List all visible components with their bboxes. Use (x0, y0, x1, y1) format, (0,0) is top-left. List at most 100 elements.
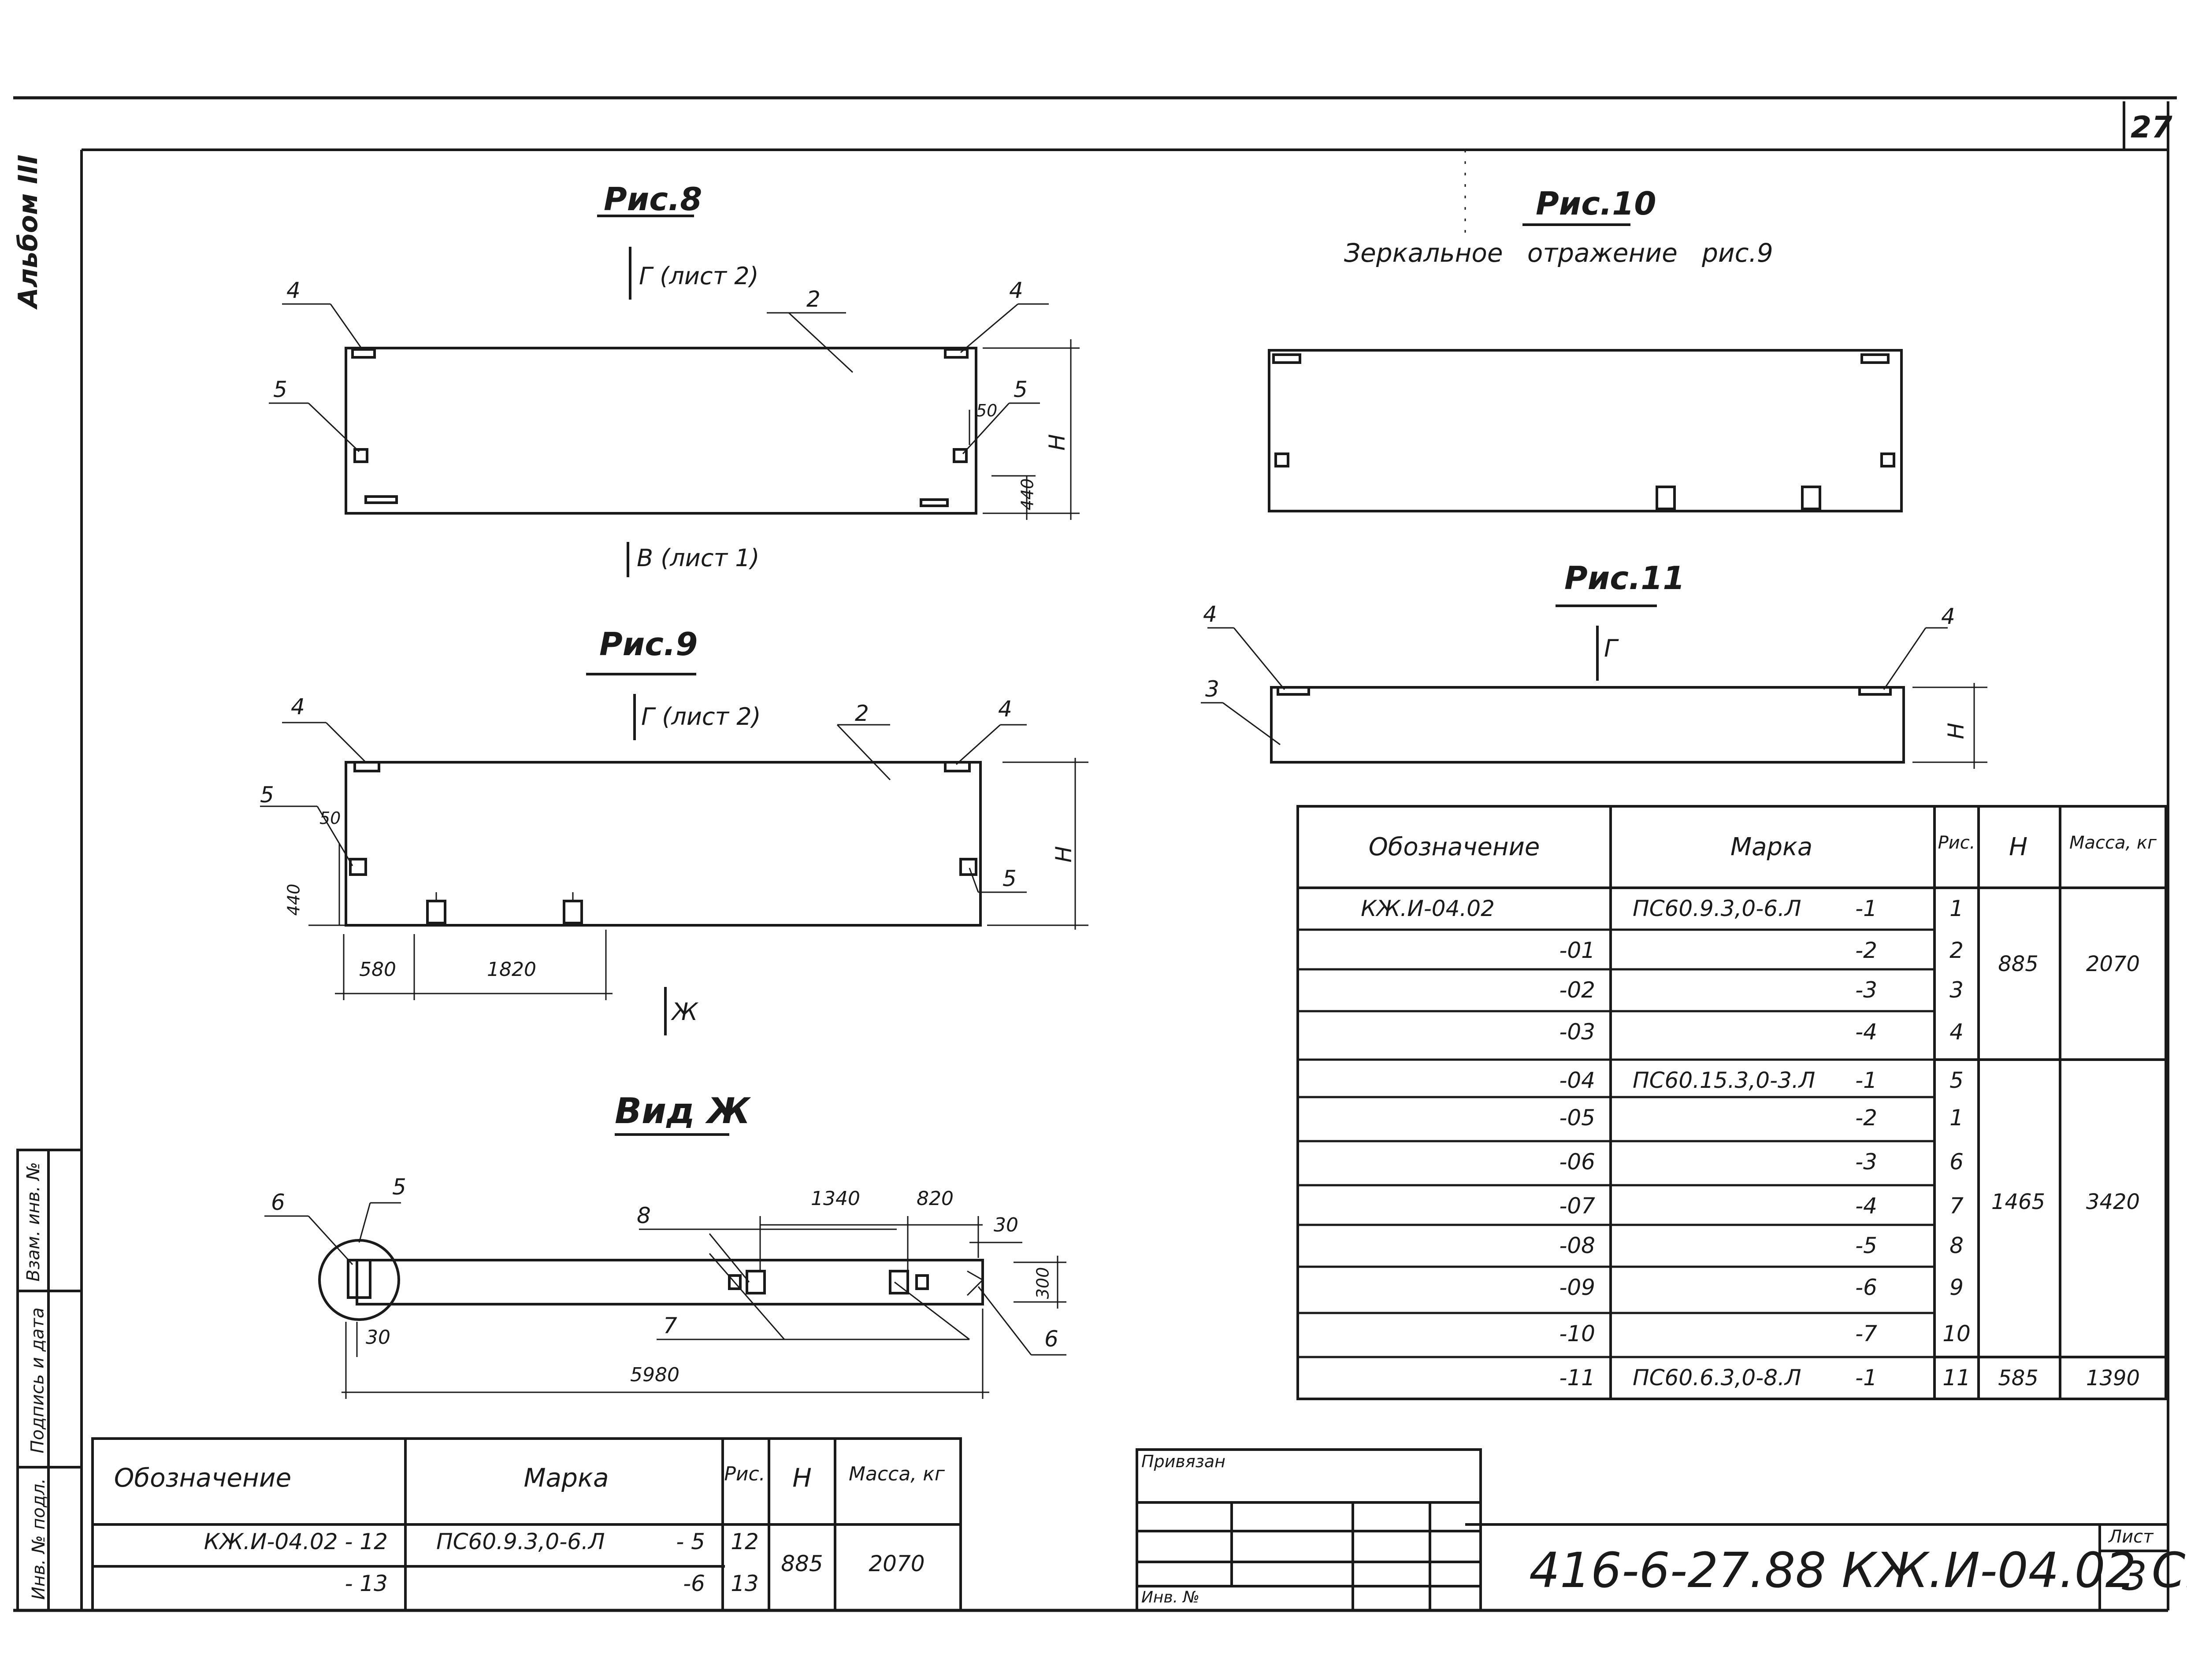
bottom-table-header: Н (792, 1463, 812, 1493)
page-number: 27 (2131, 110, 2172, 145)
group-height: 885 (1998, 952, 2038, 976)
table-cell: -1 (1855, 1365, 1877, 1391)
fig8-callout-5b: 5 (1014, 377, 1028, 402)
group-mass: 3420 (2086, 1190, 2140, 1214)
fig10-subtitle: Зеркальное отражение рис.9 (1344, 238, 1773, 268)
table-cell: 12 (731, 1529, 759, 1554)
table-cell: -06 (1559, 1149, 1595, 1175)
bottom-table-header: Масса, кг (849, 1463, 945, 1485)
table-cell: -04 (1559, 1068, 1595, 1093)
table-cell: 8 (1949, 1233, 1964, 1258)
fig8-arrow-v: В (лист 1) (637, 544, 760, 572)
fig9-dim-h: Н (1051, 846, 1077, 863)
table-cell: 3 (1949, 977, 1964, 1003)
group-mass: 1390 (2086, 1366, 2140, 1391)
main-table-header: Рис. (1938, 833, 1975, 853)
table-cell: 5 (1949, 1068, 1964, 1093)
view-zh-dim-820: 820 (917, 1187, 954, 1210)
table-cell: 10 (1942, 1321, 1971, 1346)
table-cell: -11 (1559, 1365, 1595, 1391)
album-label: Альбом III (13, 154, 44, 308)
table-cell: -6 (683, 1571, 705, 1596)
fig9-callout-5a: 5 (260, 782, 274, 808)
main-table-header: Масса, кг (2069, 833, 2157, 853)
fig8-callout-2: 2 (806, 286, 821, 312)
main-table-header: Обозначение (1368, 833, 1540, 861)
view-zh-title: Вид Ж (615, 1090, 750, 1131)
table-cell: - 13 (345, 1571, 388, 1596)
table-cell: -02 (1559, 977, 1595, 1003)
view-zh-dim-30b: 30 (366, 1326, 390, 1349)
table-cell: -2 (1855, 938, 1877, 963)
fig8-arrow-g: Г (лист 2) (639, 262, 759, 290)
fig9-callout-4b: 4 (998, 696, 1012, 722)
view-zh-dim-1340: 1340 (811, 1187, 860, 1210)
table-cell: ПС60.6.3,0-8.Л (1633, 1365, 1801, 1391)
sheet-label: Лист (2109, 1527, 2154, 1547)
table-cell: КЖ.И-04.02 - 12 (204, 1529, 388, 1554)
bottom-height: 885 (781, 1551, 823, 1576)
bottom-table-header: Марка (524, 1463, 609, 1493)
table-cell: -10 (1559, 1321, 1595, 1346)
table-cell: -3 (1855, 977, 1877, 1003)
bottom-mass: 2070 (869, 1551, 925, 1576)
table-cell: ПС60.15.3,0-3.Л (1633, 1068, 1816, 1093)
inv-no-label: Инв. № (1141, 1588, 1200, 1606)
fig8-dim-440: 440 (1017, 478, 1037, 511)
table-cell: -1 (1855, 896, 1877, 921)
view-zh-callout-8: 8 (637, 1203, 651, 1228)
table-cell: 1 (1949, 1105, 1964, 1131)
group-height: 585 (1998, 1366, 2038, 1391)
fig10-title: Рис.10 (1536, 185, 1656, 222)
table-cell: -07 (1559, 1193, 1595, 1219)
table-cell: -7 (1855, 1321, 1877, 1346)
table-cell: 4 (1949, 1019, 1964, 1045)
table-cell: ПС60.9.3,0-6.Л (1633, 896, 1801, 921)
document-code: 416-6-27.88 КЖ.И-04.02 СБ (1529, 1542, 2187, 1598)
table-cell: -2 (1855, 1105, 1877, 1131)
group-height: 1465 (1991, 1190, 2046, 1214)
table-cell: -01 (1559, 938, 1595, 963)
fig9-callout-5b: 5 (1003, 866, 1017, 891)
fig8-callout-5a: 5 (273, 377, 287, 402)
fig11-title: Рис.11 (1564, 560, 1685, 597)
table-cell: -5 (1855, 1233, 1877, 1258)
fig9-dim-50: 50 (319, 808, 341, 828)
fig9-callout-4a: 4 (291, 694, 305, 719)
fig8-dim-50: 50 (976, 401, 998, 420)
fig8-title: Рис.8 (604, 181, 702, 218)
table-cell: 6 (1949, 1149, 1964, 1175)
fig8-callout-4b: 4 (1009, 278, 1023, 303)
fig9-arrow-g: Г (лист 2) (641, 703, 761, 731)
view-zh-callout-7: 7 (663, 1313, 677, 1339)
view-zh-callout-5: 5 (392, 1174, 406, 1200)
view-zh-dim-30a: 30 (994, 1214, 1018, 1236)
table-cell: ПС60.9.3,0-6.Л (436, 1529, 605, 1554)
table-cell: -6 (1855, 1275, 1877, 1300)
main-table-header: Марка (1730, 833, 1813, 861)
side-stamp-vzam: Взам. инв. № (23, 1162, 44, 1282)
view-zh-dim-5980: 5980 (630, 1364, 679, 1386)
fig11-arrow-g: Г (1604, 634, 1618, 662)
table-cell: -05 (1559, 1105, 1595, 1131)
fig11-callout-4a: 4 (1203, 601, 1217, 627)
table-cell: 13 (731, 1571, 759, 1596)
table-cell: -4 (1855, 1193, 1877, 1219)
table-cell: -09 (1559, 1275, 1595, 1300)
fig11-dim-h: Н (1943, 723, 1969, 739)
fig11-callout-3: 3 (1205, 676, 1219, 702)
table-cell: 1 (1949, 896, 1964, 921)
group-mass: 2070 (2086, 952, 2140, 976)
side-stamp-podpis: Подпись и дата (27, 1307, 48, 1454)
privyazan-label: Привязан (1141, 1452, 1225, 1471)
table-cell: 2 (1949, 938, 1964, 963)
bottom-table-header: Рис. (724, 1463, 765, 1485)
fig9-callout-2: 2 (855, 701, 869, 726)
table-cell: -03 (1559, 1019, 1595, 1045)
fig9-arrow-zh: Ж (672, 998, 698, 1026)
view-zh-callout-6b: 6 (1044, 1326, 1058, 1352)
table-cell: 7 (1949, 1193, 1964, 1219)
table-cell: - 5 (676, 1529, 705, 1554)
table-cell: 9 (1949, 1275, 1964, 1300)
